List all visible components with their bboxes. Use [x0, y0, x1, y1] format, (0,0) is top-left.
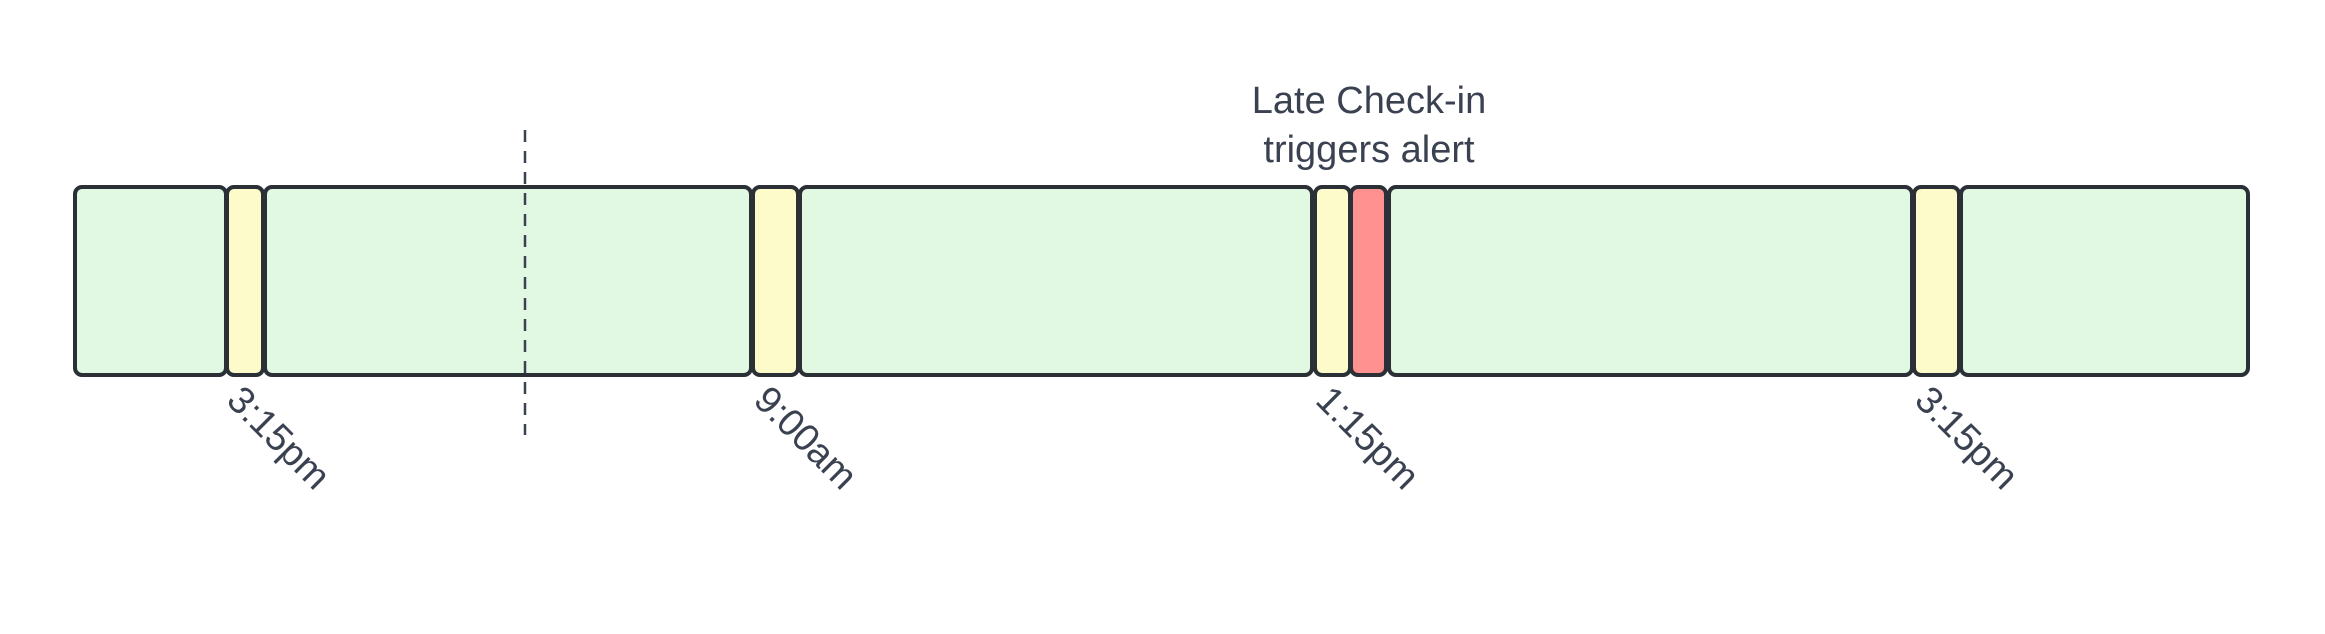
timeline-bar [73, 185, 2250, 377]
time-label: 9:00am [746, 379, 865, 498]
check-in-segment [1912, 185, 1961, 377]
check-in-segment [751, 185, 800, 377]
annotation-line-1: Late Check-in [1252, 80, 1486, 122]
annotation-line-2: triggers alert [1263, 129, 1475, 171]
time-label: 1:15pm [1308, 379, 1427, 498]
time-label-group: 3:15pm 9:00am 1:15pm 3:15pm [219, 379, 2026, 498]
normal-segment [73, 185, 228, 377]
check-in-segment [1313, 185, 1352, 377]
time-label: 3:15pm [219, 379, 338, 498]
normal-segment [1387, 185, 1914, 377]
time-label: 3:15pm [1907, 379, 2026, 498]
check-in-segment [225, 185, 265, 377]
normal-segment [263, 185, 753, 377]
normal-segment [798, 185, 1314, 377]
normal-segment [1959, 185, 2250, 377]
alert-segment [1349, 185, 1388, 377]
